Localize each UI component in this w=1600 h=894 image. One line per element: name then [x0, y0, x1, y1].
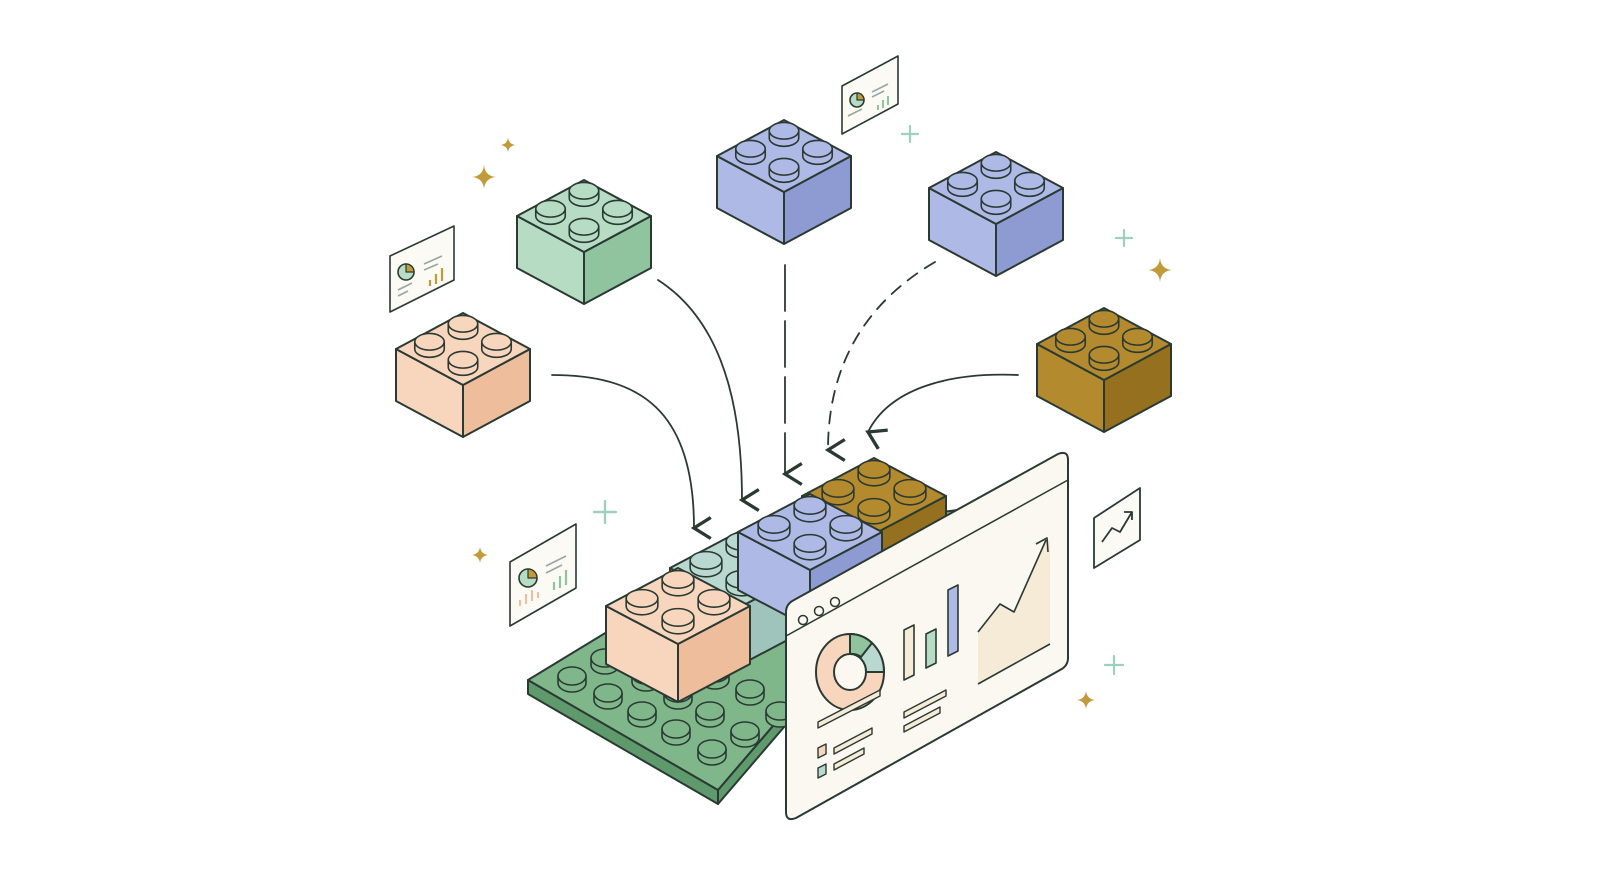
stud	[821, 478, 855, 506]
window-dot-icon	[813, 605, 825, 617]
stud	[768, 157, 800, 184]
dashboard-card-icon	[389, 225, 455, 313]
sparkle-icon	[1148, 258, 1172, 282]
legend-icon	[817, 689, 947, 779]
stud	[661, 719, 691, 746]
stud	[695, 701, 725, 728]
arrow-icon	[657, 279, 760, 512]
stud	[480, 332, 513, 359]
arrows	[551, 261, 1019, 540]
stud	[735, 679, 765, 706]
stud	[829, 514, 863, 542]
sparkle-icon	[1114, 228, 1134, 248]
dashboard-panel	[785, 451, 1069, 821]
stud	[413, 332, 446, 359]
blue-block-center	[716, 119, 852, 245]
window-dot-icon	[797, 614, 809, 626]
dashboard-card-icon	[841, 55, 899, 135]
stud	[568, 217, 600, 244]
stud	[689, 550, 723, 578]
trend-chart-icon	[1093, 487, 1141, 569]
bar-chart-icon	[903, 584, 959, 681]
stud	[1088, 345, 1120, 372]
stud	[661, 607, 695, 635]
stud	[734, 139, 767, 166]
sparkle-icon	[501, 138, 515, 152]
panel-title-bar	[785, 479, 1069, 637]
sparkle-icon	[900, 124, 920, 144]
stud	[730, 721, 760, 748]
blue-block-right	[928, 151, 1064, 277]
stud	[534, 199, 567, 226]
stud	[697, 588, 731, 616]
window-dot-icon	[829, 596, 841, 608]
sparkle-icon	[592, 499, 618, 525]
floating-blocks	[395, 119, 1172, 438]
stud	[801, 139, 834, 166]
arrow-icon	[865, 373, 1019, 450]
stud	[793, 533, 827, 561]
mustard-block	[1036, 307, 1172, 433]
stud	[768, 121, 800, 148]
stud	[857, 459, 891, 487]
stud	[946, 171, 979, 198]
stud	[557, 666, 587, 693]
dashboard-card-icon	[509, 523, 577, 627]
stud	[980, 153, 1012, 180]
stud	[757, 514, 791, 542]
arrow-icon	[824, 261, 936, 462]
stud	[793, 495, 827, 523]
stud	[857, 497, 891, 525]
stud	[697, 739, 727, 766]
stud	[625, 588, 659, 616]
stud	[893, 478, 927, 506]
stud	[593, 683, 623, 710]
peach-block	[395, 312, 531, 438]
stud	[447, 314, 479, 341]
stud	[980, 189, 1012, 216]
donut-chart-icon	[815, 632, 885, 711]
sparkle-icon	[1103, 654, 1125, 676]
sparkles	[472, 124, 1172, 709]
stud	[601, 199, 634, 226]
peach-block-placed	[605, 567, 751, 703]
stud	[1054, 327, 1087, 354]
stud	[1013, 171, 1046, 198]
stud	[661, 569, 695, 597]
sparkle-icon	[472, 547, 488, 563]
stud	[568, 181, 600, 208]
sparkle-icon	[1077, 691, 1095, 709]
area-chart-icon	[977, 537, 1051, 685]
stud	[1121, 327, 1154, 354]
sparkle-icon	[472, 165, 496, 189]
stud	[1088, 309, 1120, 336]
green-block	[516, 179, 652, 305]
stud	[447, 350, 479, 377]
stud	[627, 701, 657, 728]
arrow-icon	[551, 374, 712, 540]
